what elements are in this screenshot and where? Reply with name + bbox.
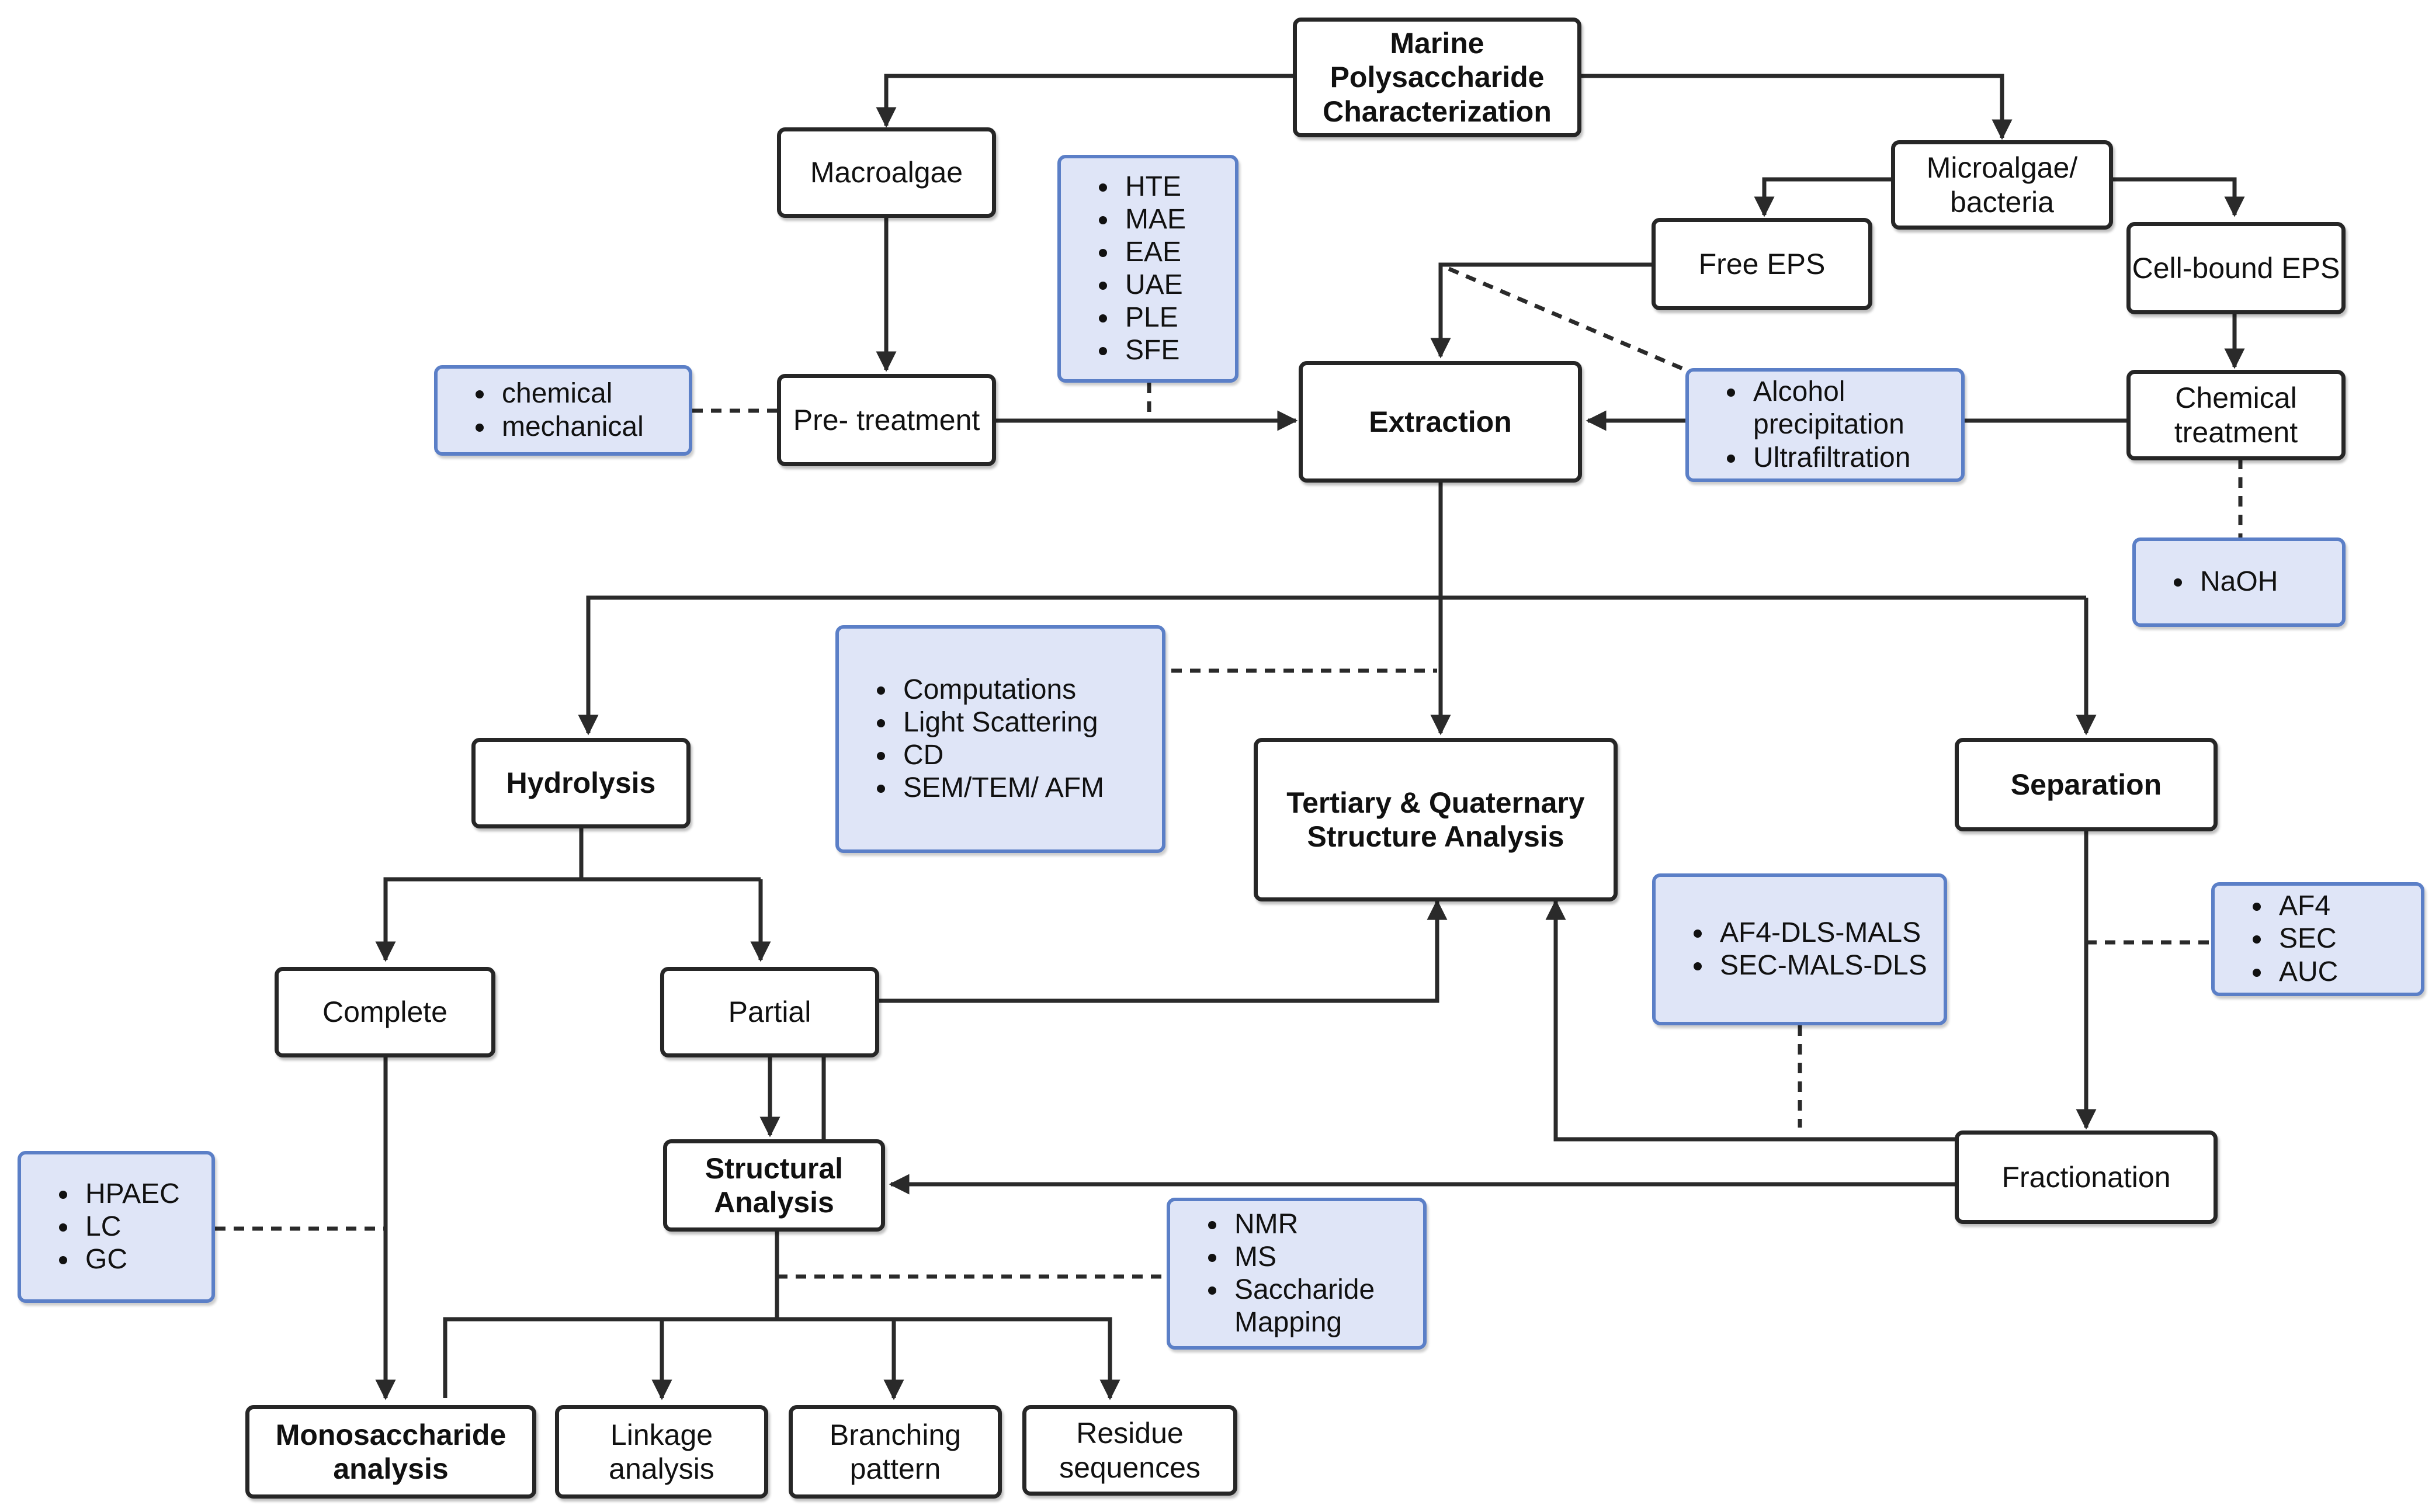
node-free-eps: Free EPS bbox=[1652, 218, 1872, 310]
note-item: mechanical bbox=[496, 411, 644, 443]
note-precipitation-methods: Alcohol precipitation Ultrafiltration bbox=[1685, 368, 1965, 482]
node-fractionation: Fractionation bbox=[1955, 1130, 2218, 1224]
note-item: Saccharide Mapping bbox=[1229, 1274, 1423, 1339]
note-item: Light Scattering bbox=[897, 706, 1104, 739]
dashed-free-eps-precipitation-note bbox=[1448, 266, 1687, 372]
note-item: AF4-DLS-MALS bbox=[1714, 917, 1927, 949]
note-separation-methods: AF4 SEC AUC bbox=[2211, 882, 2424, 996]
note-item: AF4 bbox=[2273, 890, 2338, 923]
note-item: MS bbox=[1229, 1241, 1423, 1274]
node-complete: Complete bbox=[275, 967, 495, 1057]
connector-marine-to-macroalgae bbox=[876, 74, 1293, 128]
node-partial: Partial bbox=[660, 967, 879, 1057]
connector-bus-to-hydrolysis bbox=[578, 595, 2086, 736]
note-item: GC bbox=[79, 1243, 180, 1276]
note-item: Ultrafiltration bbox=[1747, 442, 1961, 474]
note-item: SFE bbox=[1119, 334, 1186, 367]
node-marine-polysaccharide-characterization: Marine Polysaccharide Characterization bbox=[1293, 18, 1581, 137]
node-microalgae-bacteria: Microalgae/ bacteria bbox=[1891, 140, 2113, 230]
connector-microalgae-to-cellbound-eps bbox=[2113, 177, 2245, 217]
node-linkage-analysis: Linkage analysis bbox=[555, 1405, 768, 1499]
note-item: Alcohol precipitation bbox=[1747, 376, 1961, 441]
node-extraction: Extraction bbox=[1299, 361, 1582, 483]
node-hydrolysis: Hydrolysis bbox=[471, 738, 691, 828]
note-hyphenated-methods: AF4-DLS-MALS SEC-MALS-DLS bbox=[1652, 873, 1947, 1025]
note-item: PLE bbox=[1119, 301, 1186, 334]
node-monosaccharide-analysis: Monosaccharide analysis bbox=[245, 1405, 536, 1499]
note-extraction-methods: HTE MAE EAE UAE PLE SFE bbox=[1057, 155, 1238, 383]
connector-fractionation-to-tertiary bbox=[1545, 899, 1957, 1142]
node-structural-analysis: Structural Analysis bbox=[663, 1139, 885, 1232]
note-item: CD bbox=[897, 739, 1104, 772]
note-item: SEM/TEM/ AFM bbox=[897, 772, 1104, 804]
note-item: HTE bbox=[1119, 171, 1186, 203]
note-higher-order-structure-methods: Computations Light Scattering CD SEM/TEM… bbox=[835, 625, 1165, 853]
node-separation: Separation bbox=[1955, 738, 2218, 831]
note-item: SEC-MALS-DLS bbox=[1714, 949, 1927, 982]
note-item: UAE bbox=[1119, 269, 1186, 301]
note-item: chemical bbox=[496, 377, 644, 410]
note-item: SEC bbox=[2273, 923, 2338, 955]
node-chemical-treatment: Chemical treatment bbox=[2126, 370, 2346, 460]
note-item: NMR bbox=[1229, 1208, 1423, 1241]
note-pretreatment-types: chemical mechanical bbox=[434, 365, 692, 456]
node-residue-sequences: Residue sequences bbox=[1022, 1405, 1237, 1496]
note-monosaccharide-methods: HPAEC LC GC bbox=[18, 1151, 215, 1303]
note-item: HPAEC bbox=[79, 1178, 180, 1211]
note-item: AUC bbox=[2273, 956, 2338, 989]
connector-structural-to-tertiary bbox=[821, 899, 1448, 1139]
node-cell-bound-eps: Cell-bound EPS bbox=[2126, 222, 2346, 314]
note-item: EAE bbox=[1119, 236, 1186, 269]
connector-hydrolysis-to-complete bbox=[375, 877, 761, 962]
note-item: MAE bbox=[1119, 203, 1186, 236]
note-naoh: NaOH bbox=[2132, 537, 2346, 627]
note-item: Computations bbox=[897, 674, 1104, 706]
node-branching-pattern: Branching pattern bbox=[789, 1405, 1002, 1499]
note-structural-methods: NMR MS Saccharide Mapping bbox=[1167, 1198, 1427, 1350]
node-tertiary-quaternary-structure-analysis: Tertiary & Quaternary Structure Analysis bbox=[1254, 738, 1618, 901]
note-item: NaOH bbox=[2194, 566, 2278, 598]
connector-structural-output-bus bbox=[443, 1317, 1120, 1400]
connector-microalgae-to-free-eps bbox=[1754, 177, 1891, 217]
connector-free-eps-to-extraction bbox=[1430, 262, 1652, 359]
node-pretreatment: Pre- treatment bbox=[777, 374, 996, 466]
note-item: LC bbox=[79, 1211, 180, 1243]
connector-marine-to-microalgae bbox=[1581, 74, 2013, 140]
node-macroalgae: Macroalgae bbox=[777, 127, 996, 218]
